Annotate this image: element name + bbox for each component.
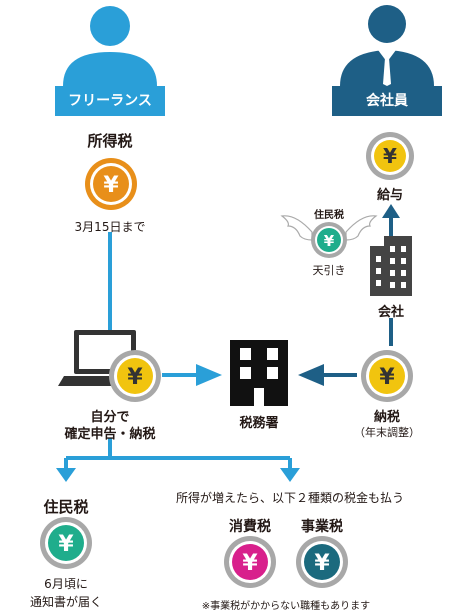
arrow-to-salary-icon: [382, 204, 400, 218]
freelance-payment-yen-icon: ¥: [109, 350, 161, 402]
business-tax-title: 事業税: [301, 519, 343, 535]
consumption-tax-title: 消費税: [229, 519, 271, 535]
employee-person-icon: [340, 5, 434, 86]
arrow-to-resident-tax-icon: [56, 468, 76, 482]
company-building-icon: [370, 236, 412, 296]
svg-text:¥: ¥: [383, 144, 397, 168]
business-tax-yen-icon: ¥: [296, 536, 348, 588]
resident-tax-note-line2: 通知書が届く: [29, 595, 103, 609]
svg-text:¥: ¥: [324, 232, 335, 250]
salary-yen-icon: ¥: [366, 132, 414, 180]
employee-payment-yen-icon: ¥: [361, 350, 413, 402]
company-label: 会社: [377, 305, 405, 320]
freelancer-person-icon: [63, 6, 157, 86]
svg-text:¥: ¥: [242, 551, 258, 576]
svg-text:¥: ¥: [103, 173, 119, 198]
employee-label: 会社員: [366, 93, 408, 109]
svg-text:¥: ¥: [58, 532, 74, 557]
income-tax-yen-icon: ¥: [85, 158, 137, 210]
income-tax-title: 所得税: [87, 132, 133, 150]
resident-tax-yen-icon: ¥: [40, 517, 92, 569]
income-tax-deadline: 3月15日まで: [74, 220, 146, 234]
resident-tax-withheld-yen-icon: ¥: [311, 222, 347, 258]
svg-text:¥: ¥: [379, 365, 395, 390]
svg-text:¥: ¥: [314, 551, 330, 576]
additional-taxes-heading: 所得が増えたら、以下２種類の税金も払う: [175, 491, 405, 505]
salary-label: 給与: [376, 188, 404, 203]
svg-text:¥: ¥: [127, 365, 143, 390]
employee-payment-line1: 納税: [373, 410, 401, 425]
arrow-to-additional-taxes-icon: [280, 468, 300, 482]
arrow-to-tax-office-icon: [196, 364, 222, 386]
tax-office-label: 税務署: [239, 416, 279, 431]
freelance-banner: フリーランス: [55, 86, 165, 116]
resident-tax-badge: 住民税: [314, 210, 344, 221]
tax-office-building-icon: [230, 340, 288, 406]
withholding-label: 天引き: [312, 264, 346, 277]
self-filing-line1: 自分で: [90, 410, 130, 425]
employee-payment-line2: （年末調整）: [354, 426, 420, 439]
flow-lines: [64, 214, 393, 470]
angel-wings-icon: [280, 215, 378, 241]
freelance-label: フリーランス: [68, 93, 152, 109]
business-tax-footnote: ※事業税がかからない職種もあります: [201, 601, 371, 612]
resident-tax-title: 住民税: [43, 498, 89, 516]
consumption-tax-yen-icon: ¥: [224, 536, 276, 588]
employee-banner: 会社員: [332, 86, 442, 116]
arrow-from-employee-icon: [298, 364, 324, 386]
self-filing-line2: 確定申告・納税: [64, 427, 156, 442]
resident-tax-note-line1: 6月頃に: [44, 577, 88, 591]
